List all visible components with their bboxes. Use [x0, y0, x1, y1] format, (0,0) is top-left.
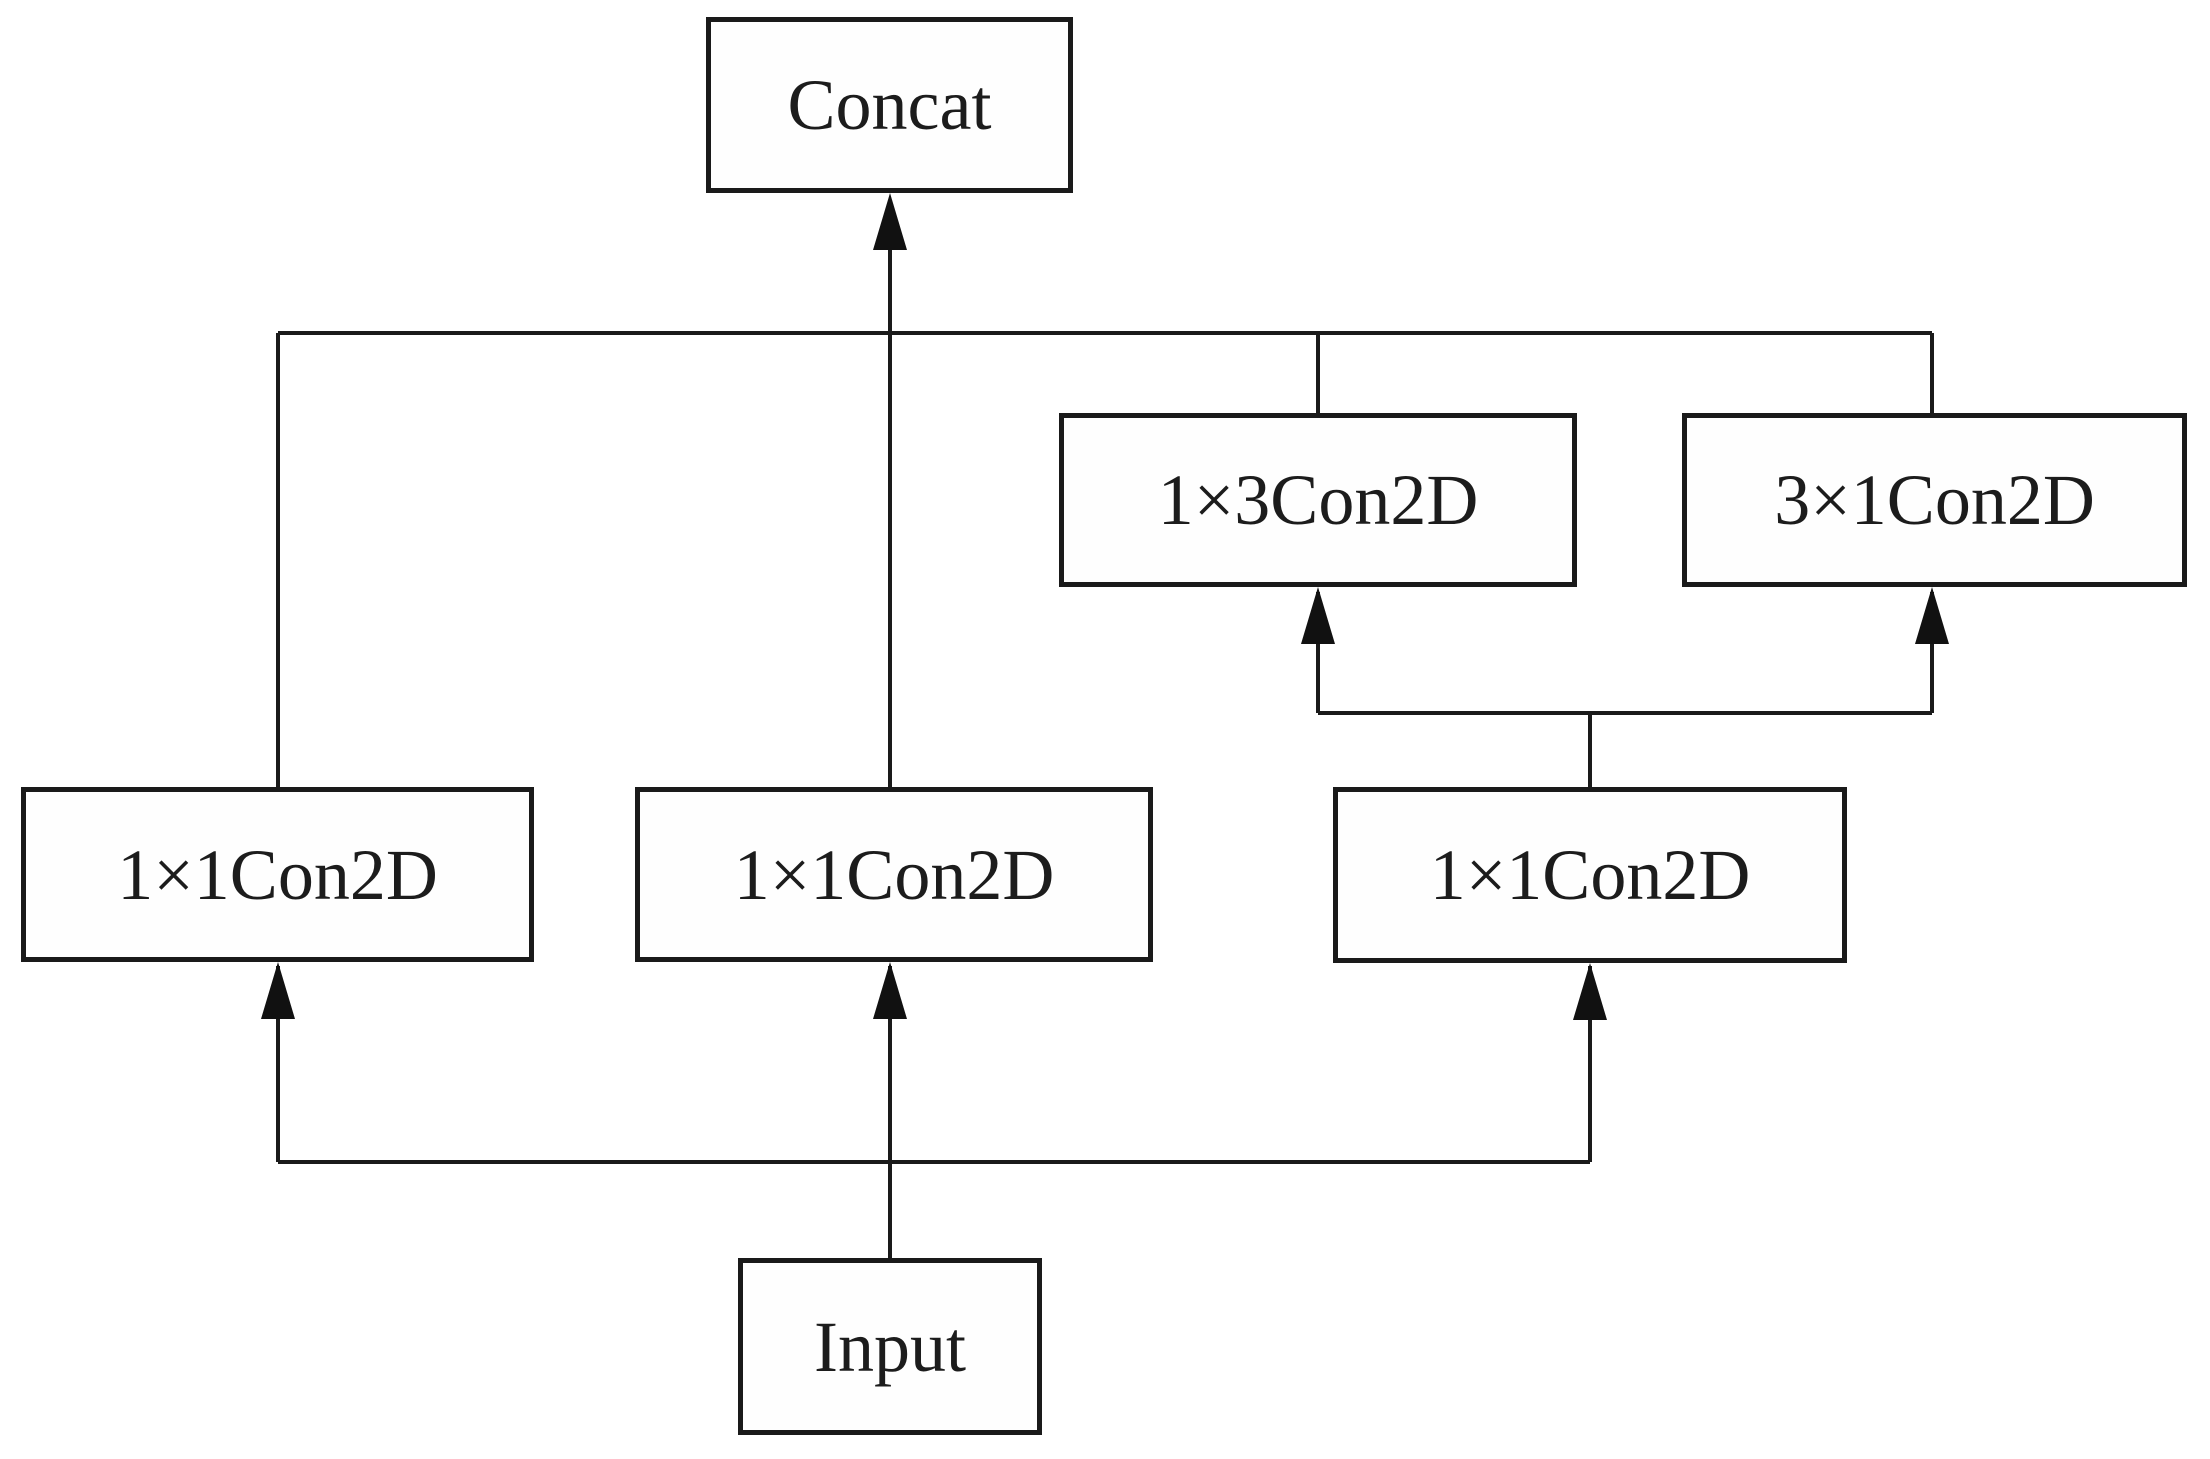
arrowhead-into-right-conv — [1573, 963, 1607, 1020]
node-conv1x1-left-label: 1×1Con2D — [117, 834, 438, 915]
arrowhead-into-conv3x1 — [1915, 587, 1949, 644]
node-conv1x3-label: 1×3Con2D — [1157, 460, 1479, 540]
node-conv1x1-left: 1×1Con2D — [21, 787, 534, 962]
node-conv1x1-right-label: 1×1Con2D — [1429, 835, 1751, 915]
node-conv1x1-right: 1×1Con2D — [1333, 787, 1847, 963]
node-conv1x1-middle: 1×1Con2D — [635, 787, 1153, 962]
node-conv3x1-label: 3×1Con2D — [1774, 460, 2095, 540]
node-input-label: Input — [814, 1306, 966, 1387]
arrowhead-into-left-conv — [261, 962, 295, 1019]
node-input: Input — [738, 1258, 1042, 1435]
node-conv1x1-middle-label: 1×1Con2D — [733, 834, 1055, 915]
arrowhead-into-conv1x3 — [1301, 587, 1335, 644]
node-concat: Concat — [706, 17, 1073, 193]
arrowhead-into-concat — [873, 193, 907, 250]
node-conv1x3: 1×3Con2D — [1059, 413, 1577, 587]
arrowhead-into-middle-conv — [873, 962, 907, 1019]
node-conv3x1: 3×1Con2D — [1682, 413, 2187, 587]
node-concat-label: Concat — [787, 65, 992, 145]
